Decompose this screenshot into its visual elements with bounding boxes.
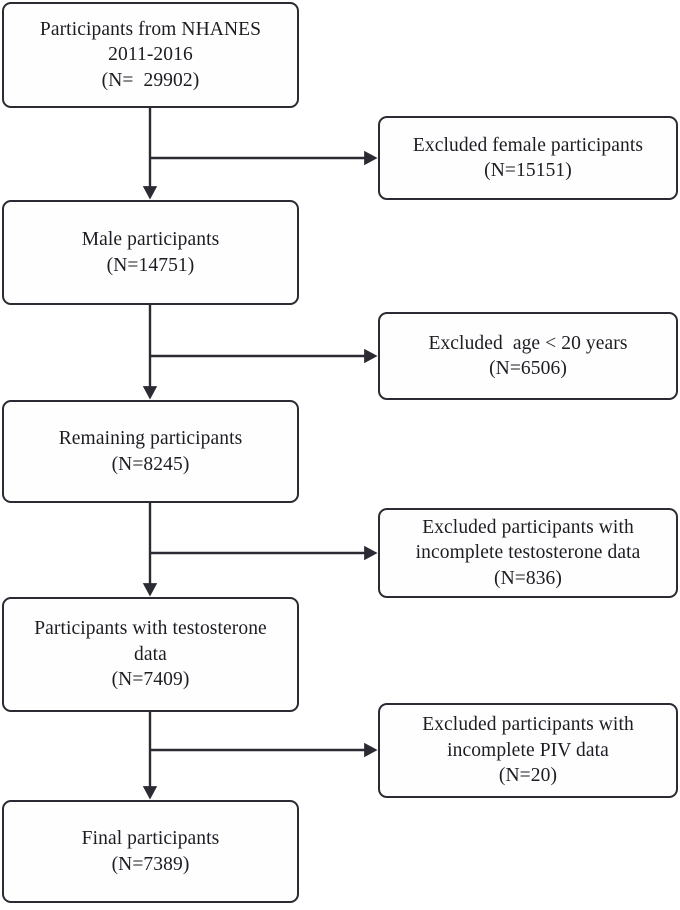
node-count: (N=15151) <box>484 160 572 181</box>
node-line: Excluded participants with <box>422 714 634 736</box>
node-line: Remaining participants <box>58 428 243 450</box>
node-line: Participants from NHANES <box>39 18 262 40</box>
node-count: (N=8245) <box>111 453 190 475</box>
node-count: (N= 29902) <box>101 69 200 91</box>
male-participants-box: Male participants (N=14751) <box>2 200 299 305</box>
node-line: Male participants <box>81 229 220 251</box>
node-line: incomplete testosterone data <box>415 542 641 564</box>
excluded-age-under-20-box: Excluded age < 20 years (N=6506) <box>378 312 678 400</box>
excluded-incomplete-piv-data-box: Excluded participants with incomplete PI… <box>378 703 678 798</box>
excluded-female-participants-box: Excluded female participants (N=15151) <box>378 116 678 200</box>
node-line: Participants with testosterone <box>34 618 267 640</box>
node-count: (N=6506) <box>489 358 567 379</box>
node-line: data <box>134 643 167 665</box>
excluded-incomplete-testosterone-data-box: Excluded participants with incomplete te… <box>378 508 678 598</box>
node-line: Excluded age < 20 years <box>428 332 628 354</box>
node-count: (N=836) <box>493 567 563 589</box>
node-count: (N=7409) <box>111 669 190 691</box>
node-count: (N=14751) <box>106 254 195 276</box>
node-count: (N=7389) <box>111 853 190 875</box>
final-participants-box: Final participants (N=7389) <box>2 800 299 903</box>
node-count: (N=20) <box>498 765 558 787</box>
remaining-participants-box: Remaining participants (N=8245) <box>2 400 299 503</box>
node-line: incomplete PIV data <box>447 739 609 761</box>
participants-with-testosterone-data-box: Participants with testosterone data (N=7… <box>2 597 299 712</box>
node-line: Excluded participants with <box>422 516 634 538</box>
node-line: 2011-2016 <box>108 44 193 66</box>
node-line: Final participants <box>81 828 220 850</box>
participants-from-nhanes-box: Participants from NHANES 2011-2016 (N= 2… <box>2 2 299 108</box>
node-line: Excluded female participants <box>412 134 644 156</box>
